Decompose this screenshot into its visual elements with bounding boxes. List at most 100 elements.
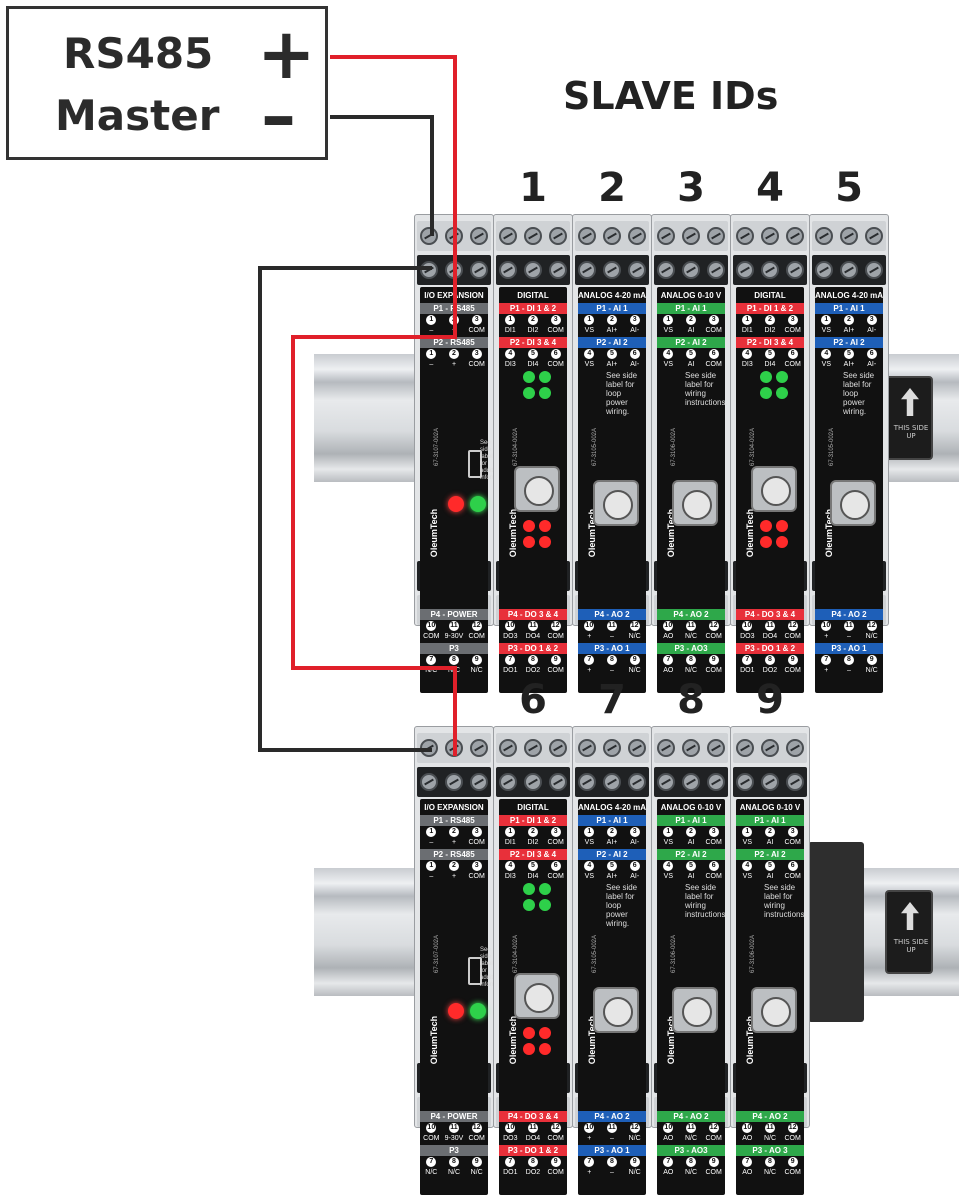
- port-label-band: P3 - AO 3: [736, 1145, 804, 1156]
- pin-label: DO3: [503, 633, 518, 640]
- pin-label: +: [451, 873, 457, 880]
- pin-label: 9-30V: [444, 1135, 464, 1142]
- terminal-screw-icon: [602, 227, 621, 245]
- pin-label: DI1: [504, 839, 516, 846]
- module-note: See side label for loop power wiring.: [606, 371, 638, 416]
- pin-label: COM: [705, 873, 722, 880]
- terminal-pin: 10+: [815, 621, 838, 645]
- pin-number: 5: [765, 861, 775, 871]
- pin-label: AO: [663, 1169, 674, 1176]
- terminal-screw-icon: [760, 773, 779, 791]
- pin-number: 6: [550, 861, 561, 871]
- pin-number: 12: [550, 1123, 561, 1133]
- module-title: DIGITAL: [517, 291, 549, 300]
- pin-number: 2: [607, 315, 617, 325]
- pin-label: COM: [547, 327, 564, 334]
- module-note: See side label for wiring instructions.: [685, 883, 728, 919]
- pin-label: COM: [705, 361, 722, 368]
- pin-label: N/C: [425, 667, 438, 674]
- pin-number: 3: [787, 315, 798, 325]
- module-title: ANALOG 4-20 mA: [815, 291, 883, 300]
- slave-id-number: 8: [677, 677, 705, 723]
- pin-number: 7: [742, 1157, 753, 1167]
- terminal-screw-icon: [706, 227, 725, 245]
- pin-label: AO: [742, 1169, 753, 1176]
- pin-label: +: [451, 839, 457, 846]
- port-label-band: P2 - RS485: [420, 849, 488, 860]
- red-led-icon: [539, 1027, 551, 1039]
- port-label-band: P2 - AI 2: [815, 337, 883, 348]
- pin-number: 9: [471, 655, 482, 665]
- module-title: ANALOG 0-10 V: [660, 803, 722, 812]
- port-label-band: P4 - POWER: [420, 1111, 488, 1122]
- terminal-screw-icon: [499, 739, 518, 757]
- terminal-screw-icon: [499, 773, 518, 791]
- red-led-icon: [523, 536, 535, 548]
- terminal-screw-icon: [523, 261, 542, 279]
- pin-label: COM: [547, 1169, 564, 1176]
- pin-label: COM: [547, 667, 564, 674]
- pin-number: 5: [765, 349, 775, 359]
- rotary-address-switch-icon: [514, 466, 560, 512]
- pin-label: COM: [547, 1135, 564, 1142]
- master-label-line1: RS485: [63, 29, 214, 78]
- pin-label: –: [610, 1135, 614, 1142]
- terminal-pin: 2+: [443, 349, 466, 373]
- pin-label: COM: [784, 1135, 801, 1142]
- pin-label: AI+: [843, 361, 855, 368]
- pin-number: 3: [471, 861, 482, 871]
- slave-id-number: 1: [519, 165, 547, 211]
- red-status-leds: [760, 520, 790, 548]
- terminal-screw-icon: [681, 261, 700, 279]
- pin-number: 2: [686, 315, 696, 325]
- pin-number: 9: [629, 655, 640, 665]
- pin-label: COM: [705, 839, 722, 846]
- pin-number: 2: [449, 861, 459, 871]
- pin-label: COM: [468, 327, 485, 334]
- terminal-pin: 11–: [601, 621, 624, 645]
- terminal-screw-icon: [627, 773, 646, 791]
- pin-number: 7: [663, 1157, 674, 1167]
- red-led-icon: [760, 536, 772, 548]
- terminal-screw-icon: [706, 261, 725, 279]
- green-status-leds: [523, 371, 553, 399]
- terminal-block: [575, 767, 649, 797]
- pin-label: VS: [584, 327, 594, 334]
- plus-terminal-sign: +: [257, 13, 316, 95]
- pin-label: –: [429, 327, 434, 334]
- pin-label: AI: [687, 361, 695, 368]
- pin-number: 8: [765, 1157, 775, 1167]
- pin-number: 7: [426, 655, 437, 665]
- red-status-leds: [523, 1027, 553, 1055]
- port-label-band: P1 - AI 1: [736, 815, 804, 826]
- terminal-pin: 10+: [578, 621, 601, 645]
- green-led-icon: [760, 371, 772, 383]
- pin-label: COM: [547, 839, 564, 846]
- pin-number: 3: [629, 315, 640, 325]
